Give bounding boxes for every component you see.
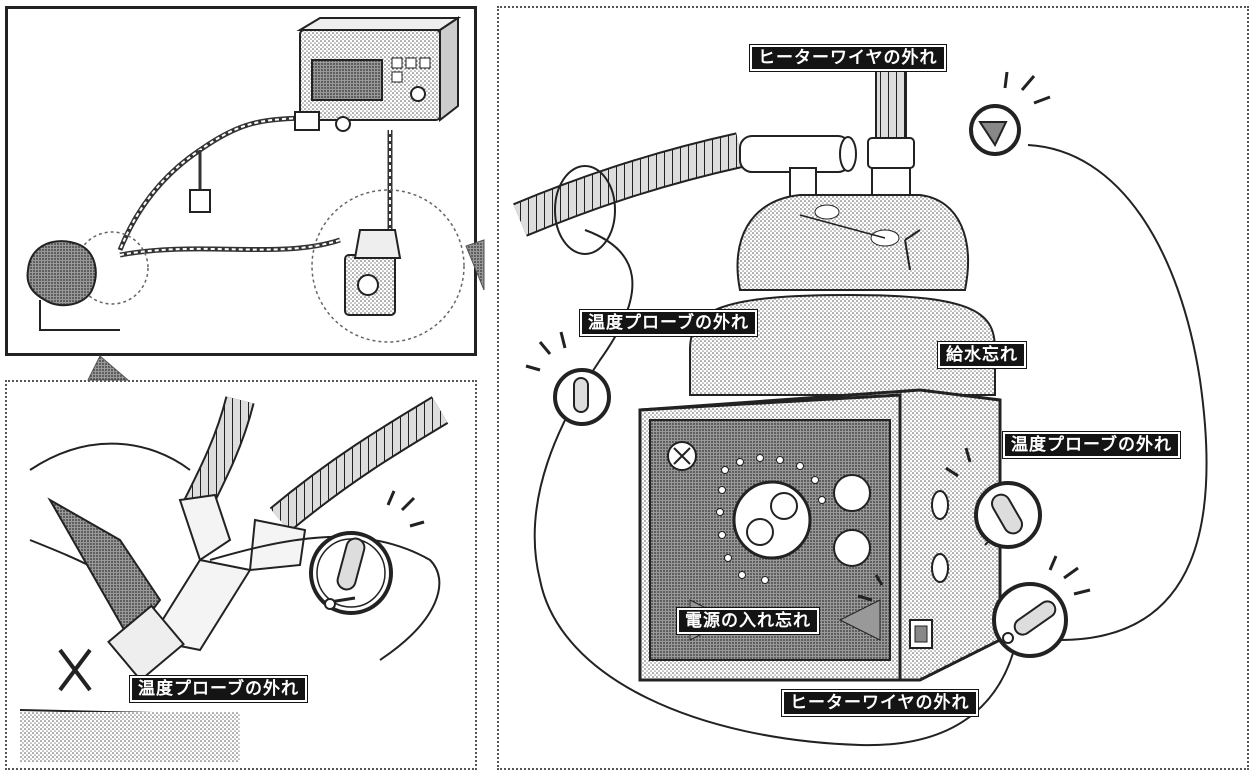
patient-connector-illustration	[19, 396, 449, 762]
label-heater-wire-disconnect-top: ヒーターワイヤの外れ	[749, 44, 947, 72]
label-temp-probe-disconnect-left: 温度プローブの外れ	[579, 309, 758, 337]
label-water-supply-forgotten: 給水忘れ	[937, 341, 1027, 369]
label-temp-probe-disconnect-inset: 温度プローブの外れ	[129, 675, 308, 703]
label-power-switch-forgotten: 電源の入れ忘れ	[676, 607, 820, 635]
overview-illustration	[26, 16, 485, 381]
humidifier-closeup-illustration	[513, 69, 1208, 747]
label-heater-wire-disconnect-bottom: ヒーターワイヤの外れ	[781, 689, 979, 717]
label-temp-probe-disconnect-right: 温度プローブの外れ	[1002, 431, 1181, 459]
